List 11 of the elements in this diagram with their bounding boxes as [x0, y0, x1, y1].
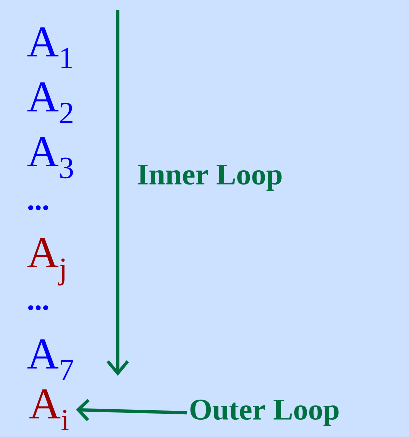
loop-label: Outer Loop — [190, 400, 339, 426]
matrix-symbol: A$_{1}$ — [28, 28, 73, 68]
loop-label: Inner Loop — [138, 164, 282, 192]
matrix-symbol: A$_{2}$ — [28, 82, 73, 124]
matrix-symbol: A$_{3}$ — [28, 137, 74, 179]
matrix-symbol: A$_{7}$ — [28, 340, 74, 380]
ellipsis: ... — [28, 306, 48, 310]
matrix-symbol: A$_{j}$ — [28, 238, 65, 286]
ellipsis: ... — [28, 206, 48, 210]
matrix-symbol: A$_{i}$ — [30, 390, 69, 430]
arrow — [76, 399, 188, 422]
